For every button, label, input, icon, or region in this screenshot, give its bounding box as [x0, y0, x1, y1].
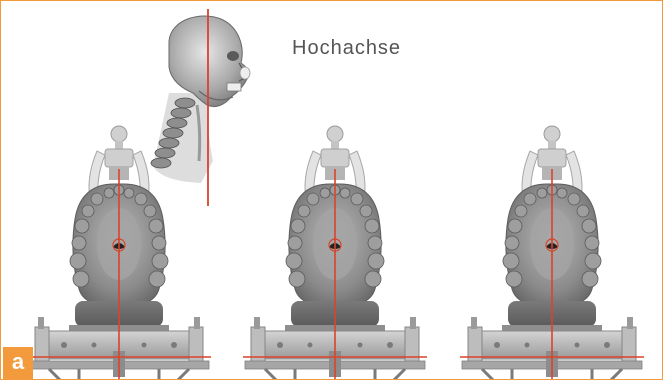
dental-articulator-icon — [460, 126, 644, 379]
panel-label: a — [3, 347, 33, 379]
head-spine-icon — [151, 9, 250, 206]
axis-title: Hochachse — [292, 37, 401, 60]
dental-articulator-icon — [243, 126, 427, 379]
